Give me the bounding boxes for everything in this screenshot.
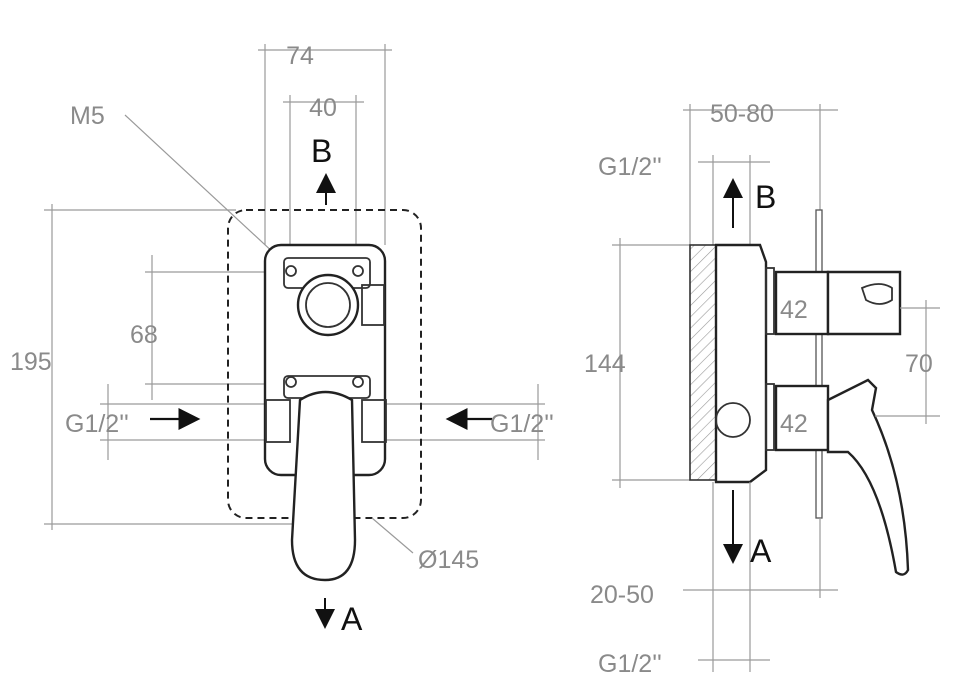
inlet-right-fitting (361, 399, 387, 443)
cover-diameter-label: Ø145 (418, 546, 479, 574)
inlet-left-label: G1/2'' (65, 410, 129, 438)
screw-top-right (352, 265, 364, 277)
valve-body-side (714, 243, 768, 484)
upper-port-inner (305, 282, 351, 328)
front-view: 74 40 M5 B 195 68 G1/2'' G1/2'' Ø145 A (10, 42, 554, 637)
screw-bottom-left (285, 376, 297, 388)
body-section-hatch (689, 244, 717, 481)
screw-top-left (285, 265, 297, 277)
outlet-b-label-front: B (311, 133, 332, 169)
dim-20-50-label: 20-50 (590, 581, 654, 609)
screw-m5-label: M5 (70, 102, 105, 130)
bottom-thread-label: G1/2'' (598, 650, 662, 678)
lever-handle (290, 390, 357, 582)
upper-knob-groove (860, 283, 893, 305)
lower-knob-label: 42 (780, 410, 808, 438)
upper-knob-stem (774, 270, 830, 336)
dim-40-label: 40 (309, 94, 337, 122)
dim-50-80-label: 50-80 (710, 100, 774, 128)
upper-port-outer (296, 273, 360, 337)
top-thread-label: G1/2'' (598, 153, 662, 181)
dim-70-label: 70 (905, 350, 933, 378)
lower-knob-stem (774, 384, 830, 452)
bottom-outlet-port (715, 402, 751, 438)
upper-flange (765, 267, 775, 335)
wall-plate (815, 209, 823, 519)
upper-knob-label: 42 (780, 296, 808, 324)
inlet-left-fitting (265, 399, 291, 443)
outlet-a-label-side: A (750, 533, 772, 569)
lower-flange (765, 383, 775, 451)
upper-side-port (361, 284, 385, 326)
cover-plate-outline (227, 209, 422, 519)
side-lever (826, 378, 910, 576)
outlet-a-label-front: A (341, 601, 363, 637)
dim-74-label: 74 (286, 42, 314, 70)
upper-knob-cap (826, 270, 902, 336)
screw-bottom-right (352, 376, 364, 388)
dim-144-label: 144 (584, 350, 626, 378)
cover-leader (371, 517, 414, 554)
dim-195-label: 195 (10, 348, 52, 376)
dim-68-label: 68 (130, 321, 158, 349)
side-view: 50-80 G1/2'' B 144 42 42 70 A 20-50 G1/2… (584, 100, 940, 678)
m5-leader (124, 114, 291, 269)
inlet-right-label: G1/2'' (490, 410, 554, 438)
outlet-b-label-side: B (755, 179, 776, 215)
